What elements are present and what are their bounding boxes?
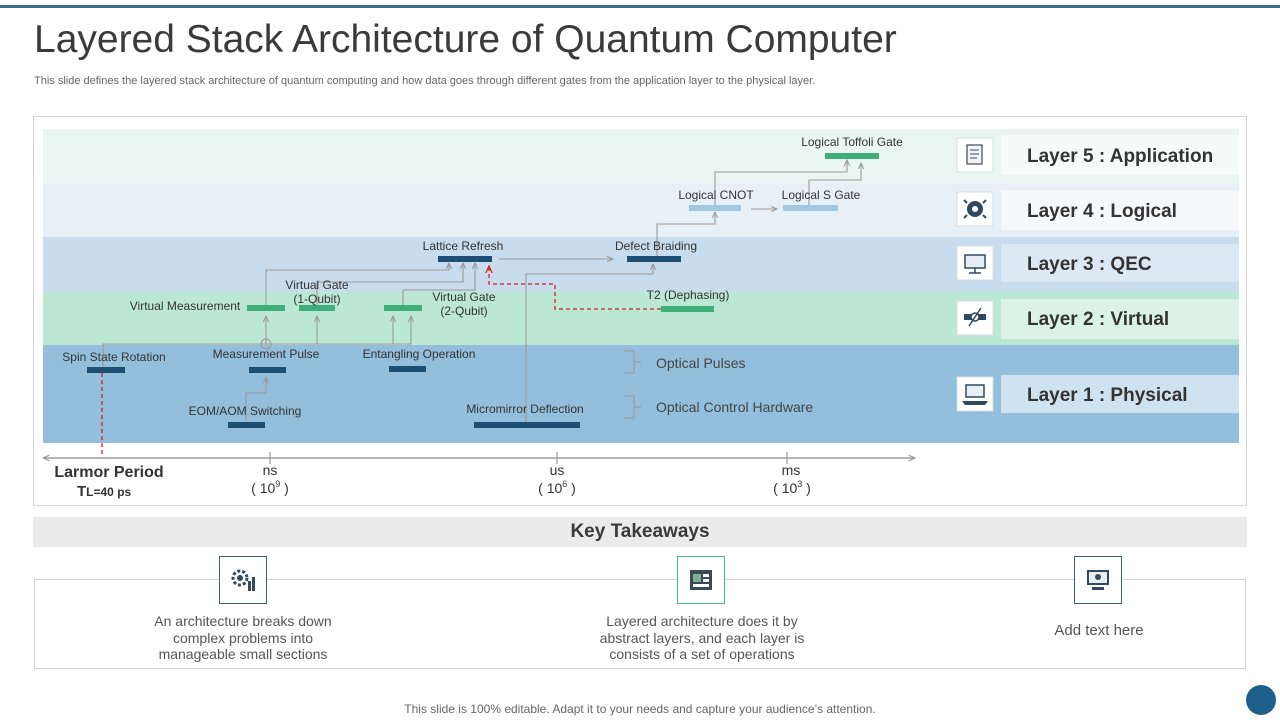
label-virtual-measurement: Virtual Measurement bbox=[130, 299, 241, 313]
layer-3-row bbox=[1001, 244, 1239, 282]
gate-bar-measurement-pulse bbox=[249, 367, 286, 373]
computer-network-icon-svg bbox=[1087, 570, 1109, 590]
gate-bar-logical-s bbox=[783, 205, 838, 211]
tick-us-base: ( 10 bbox=[538, 480, 562, 496]
label-defect-braiding: Defect Braiding bbox=[615, 239, 697, 253]
document-icon bbox=[956, 137, 994, 173]
tick-label-us-unit: us bbox=[550, 462, 565, 478]
takeaway-1-line-2: complex problems into bbox=[172, 629, 314, 646]
slide-subtitle: This slide defines the layered stack arc… bbox=[34, 75, 816, 87]
label-lattice-refresh: Lattice Refresh bbox=[423, 239, 504, 253]
architecture-diagram: Layer 5 : Application Layer 4 : Logical … bbox=[33, 116, 1247, 506]
label-eom-aom-switching: EOM/AOM Switching bbox=[189, 404, 302, 418]
label-virtual-gate-1-line1: Virtual Gate bbox=[285, 278, 348, 292]
key-takeaways-title: Key Takeaways bbox=[570, 521, 710, 542]
larmor-formula: TL=40 ps bbox=[77, 483, 132, 500]
tick-ns-exp: 9 bbox=[275, 479, 280, 489]
network-monitor-icon bbox=[956, 245, 994, 281]
layer-3-label: Layer 3 : QEC bbox=[1027, 254, 1152, 275]
red-dashed-connectors bbox=[101, 266, 661, 456]
label-virtual-gate-1-line2: (1-Qubit) bbox=[293, 292, 340, 306]
tick-label-us-value: ( 106 ) bbox=[538, 479, 576, 496]
gate-bar-virtual-gate-1 bbox=[299, 305, 335, 311]
tick-label-ns-value: ( 109 ) bbox=[251, 479, 289, 496]
gate-bar-virtual-measurement bbox=[247, 305, 285, 311]
layer-1-row bbox=[1001, 375, 1239, 413]
layer-2-label: Layer 2 : Virtual bbox=[1027, 309, 1169, 330]
label-optical-pulses: Optical Pulses bbox=[656, 355, 745, 371]
layer-4-label: Layer 4 : Logical bbox=[1027, 201, 1177, 222]
takeaway-text-3[interactable]: Add text here bbox=[979, 622, 1219, 640]
key-takeaways-box bbox=[34, 579, 1246, 669]
label-virtual-gate-2-line1: Virtual Gate bbox=[432, 290, 495, 304]
laptop-network-icon bbox=[956, 376, 994, 412]
gate-bar-virtual-gate-2 bbox=[384, 305, 422, 311]
band-virtual bbox=[43, 291, 1239, 345]
tick-us-close: ) bbox=[567, 480, 576, 496]
gate-bar-t2-dephasing bbox=[661, 306, 714, 312]
takeaway-2-line-2: abstract layers, and each layer is bbox=[599, 629, 805, 646]
gate-bar-logical-cnot bbox=[689, 205, 741, 211]
layer-1-label: Layer 1 : Physical bbox=[1027, 385, 1188, 406]
gear-chart-icon-svg bbox=[231, 569, 255, 591]
gear-chart-icon bbox=[219, 556, 267, 604]
label-logical-cnot: Logical CNOT bbox=[678, 188, 754, 202]
tick-label-ms-unit: ms bbox=[782, 462, 801, 478]
gate-bar-lattice-refresh bbox=[438, 256, 492, 262]
gate-bar-logical-toffoli bbox=[825, 153, 879, 159]
label-virtual-gate-2-line2: (2-Qubit) bbox=[440, 304, 487, 318]
tick-ms-base: ( 10 bbox=[773, 480, 797, 496]
takeaway-text-2: Layered architecture does it by abstract… bbox=[582, 613, 822, 663]
tick-us-exp: 6 bbox=[562, 479, 567, 489]
takeaway-3-line-1[interactable]: Add text here bbox=[1054, 622, 1144, 639]
takeaway-1-line-3: manageable small sections bbox=[158, 646, 328, 662]
key-takeaways-header: Key Takeaways bbox=[33, 517, 1247, 547]
tick-ms-exp: 3 bbox=[797, 479, 802, 489]
label-optical-control-hardware: Optical Control Hardware bbox=[656, 399, 813, 415]
tick-ns-base: ( 10 bbox=[251, 480, 275, 496]
gate-bar-micromirror-deflection bbox=[474, 422, 580, 428]
takeaway-text-1: An architecture breaks down complex prob… bbox=[123, 613, 363, 663]
takeaway-2-line-1: Layered architecture does it by bbox=[606, 613, 798, 629]
layer-5-label: Layer 5 : Application bbox=[1027, 146, 1213, 167]
larmor-formula-rest: L=40 ps bbox=[86, 485, 131, 499]
gate-bar-spin-state-rotation bbox=[87, 367, 125, 373]
connector-lines bbox=[102, 160, 861, 422]
tick-label-ns-unit: ns bbox=[263, 462, 278, 478]
gate-bar-defect-braiding bbox=[627, 256, 681, 262]
tick-ns-close: ) bbox=[280, 480, 289, 496]
architecture-diagram-svg: Layer 5 : Application Layer 4 : Logical … bbox=[34, 129, 1239, 500]
label-logical-s: Logical S Gate bbox=[782, 188, 861, 202]
tick-ms-close: ) bbox=[802, 480, 811, 496]
gate-bar-eom-aom-switching bbox=[228, 422, 265, 428]
slide-title: Layered Stack Architecture of Quantum Co… bbox=[34, 18, 897, 61]
layer-2-row bbox=[1001, 299, 1239, 339]
larmor-period-label: Larmor Period bbox=[54, 464, 163, 481]
label-micromirror-deflection: Micromirror Deflection bbox=[466, 402, 583, 416]
junction-marker bbox=[260, 338, 272, 350]
slide-footer: This slide is 100% editable. Adapt it to… bbox=[404, 702, 876, 716]
corner-badge bbox=[1246, 685, 1276, 715]
machine-panel-icon-svg bbox=[690, 570, 712, 590]
label-logical-toffoli: Logical Toffoli Gate bbox=[801, 135, 903, 149]
takeaway-1-line-1: An architecture breaks down bbox=[154, 613, 332, 629]
machine-panel-icon bbox=[677, 556, 725, 604]
top-accent-rule bbox=[0, 5, 1280, 8]
label-measurement-pulse: Measurement Pulse bbox=[213, 347, 320, 361]
computer-network-icon bbox=[1074, 556, 1122, 604]
tick-label-ms-value: ( 103 ) bbox=[773, 479, 811, 496]
label-spin-state-rotation: Spin State Rotation bbox=[62, 350, 165, 364]
brain-gear-icon bbox=[956, 191, 994, 227]
label-t2-dephasing: T2 (Dephasing) bbox=[647, 288, 730, 302]
takeaway-2-line-3: consists of a set of operations bbox=[609, 646, 795, 662]
gate-bar-entangling-operation bbox=[389, 366, 426, 372]
larmor-formula-t: T bbox=[77, 483, 86, 500]
layer-4-row bbox=[1001, 190, 1239, 230]
band-qec bbox=[43, 237, 1239, 291]
satellite-icon bbox=[956, 300, 994, 336]
label-entangling-operation: Entangling Operation bbox=[363, 347, 476, 361]
layer-5-row bbox=[1001, 135, 1239, 175]
